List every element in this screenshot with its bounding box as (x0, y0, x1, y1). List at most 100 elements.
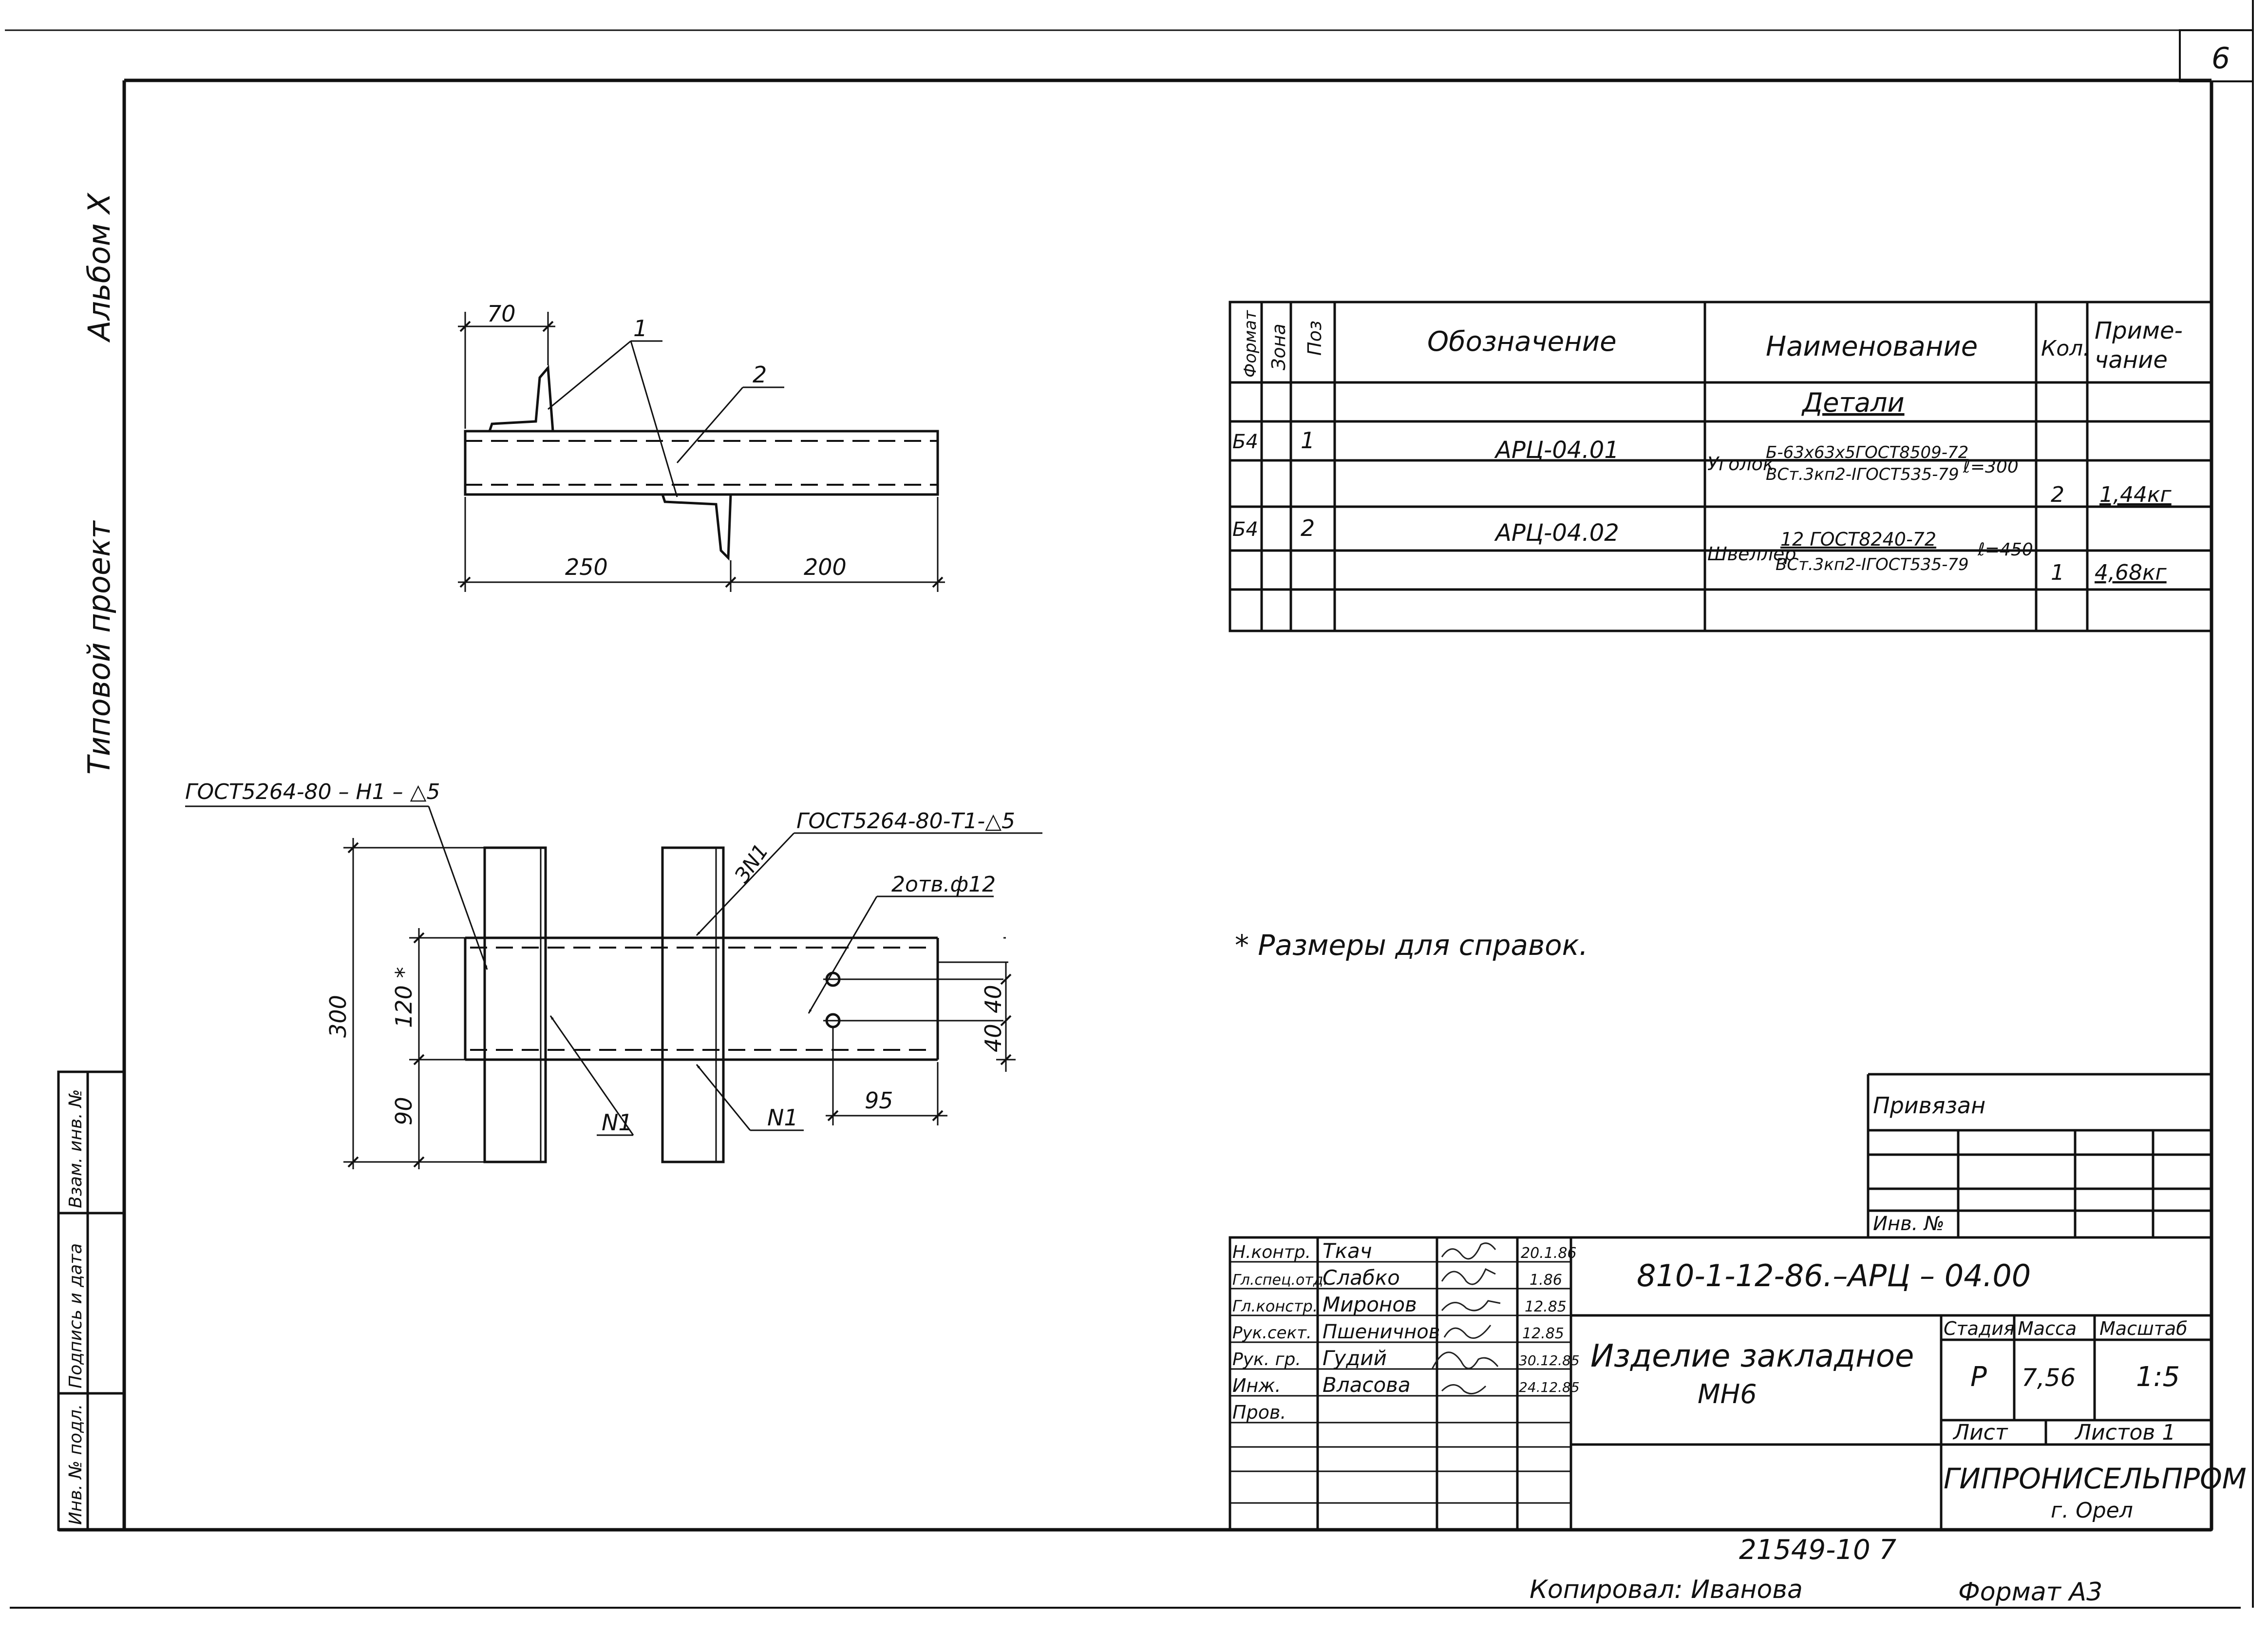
sheet-label: Лист (1952, 1420, 2008, 1445)
person-name: Гудий (1323, 1346, 1387, 1370)
person-date: 20.1.86 (1521, 1245, 1577, 1262)
dim-250: 250 (565, 554, 608, 580)
stage-value: Р (1970, 1361, 1987, 1393)
col-pos: Поз (1304, 321, 1325, 356)
angle-front-right (661, 846, 725, 1163)
row2-qty: 1 (2051, 560, 2064, 585)
person-date: 12.85 (1522, 1325, 1564, 1342)
doc-code: 810-1-12-86.–АРЦ – 04.00 (1637, 1258, 2031, 1293)
title-line-1: Изделие закладное (1590, 1338, 1914, 1374)
typical-project-label: Типовой проект (81, 520, 117, 775)
person-role: Н.контр. (1232, 1242, 1311, 1262)
attached-inv: Инв. № (1873, 1213, 1945, 1235)
sheets-label: Листов 1 (2074, 1420, 2175, 1445)
person-name: Власова (1323, 1373, 1411, 1397)
side-stamp (57, 1070, 126, 1531)
row1-designation: АРЦ-04.01 (1494, 437, 1619, 464)
dim-90: 90 (391, 1097, 417, 1125)
scale-label: Масштаб (2099, 1318, 2188, 1339)
attached-label: Привязан (1873, 1092, 1985, 1119)
channel-top (464, 430, 939, 496)
pos-1-label: 1 (633, 315, 647, 342)
archive-number: 21549-10 7 (1739, 1534, 1896, 1566)
mass-value: 7,56 (2022, 1364, 2076, 1392)
dim-40-upper: 40 (980, 985, 1006, 1013)
person-date: 24.12.85 (1519, 1379, 1580, 1395)
n1-label-right: N1 (767, 1104, 798, 1131)
row1-format: Б4 (1232, 431, 1258, 453)
section-details: Детали (1801, 387, 1905, 418)
dim-200: 200 (804, 554, 847, 580)
front-view (185, 805, 1042, 1169)
person-role: Инж. (1232, 1375, 1281, 1396)
person-role: Пров. (1232, 1402, 1286, 1423)
holes-note: 2отв.ф12 (891, 872, 996, 897)
dim-120: 120 * (391, 967, 417, 1028)
title-line-2: МН6 (1698, 1379, 1757, 1409)
row2-length: ℓ=450 (1977, 540, 2033, 560)
mass-label: Масса (2018, 1318, 2077, 1339)
pos-2-label: 2 (753, 361, 767, 388)
paper-format: Формат А3 (1958, 1578, 2102, 1607)
row2-name-bottom: ВСт.3кп2-IГОСТ535-79 (1776, 555, 1969, 574)
title-block-grid (1228, 1236, 2213, 1531)
col-note-2: чание (2095, 346, 2168, 374)
col-designation: Обозначение (1427, 326, 1617, 358)
person-name: Пшеничнов (1323, 1321, 1440, 1343)
person-date: 30.12.85 (1519, 1352, 1580, 1369)
col-qty: Кол. (2041, 336, 2090, 361)
person-role: Гл.констр. (1232, 1297, 1318, 1315)
row2-designation: АРЦ-04.02 (1494, 519, 1619, 547)
row1-length: ℓ=300 (1963, 457, 2019, 477)
col-note-1: Приме- (2095, 317, 2183, 344)
row1-name-top: Б-63х63х5ГОСТ8509-72 (1766, 443, 1968, 462)
n1-label-left: N1 (602, 1109, 633, 1136)
stamp-inv-orig: Инв. № подл. (66, 1404, 86, 1525)
spec-table-grid (1228, 301, 2213, 632)
col-name: Наименование (1766, 331, 1978, 362)
col-format: Формат (1241, 310, 1260, 378)
row2-pos: 2 (1301, 515, 1315, 541)
row1-name-prefix: Уголок (1707, 453, 1774, 475)
weld-note-right: ГОСТ5264-80-Т1-△5 (796, 809, 1015, 834)
dim-40-lower: 40 (980, 1024, 1006, 1052)
row1-pos: 1 (1301, 427, 1315, 454)
city: г. Орел (2051, 1498, 2133, 1523)
angle-upper (488, 364, 554, 432)
row1-name-bottom: ВСт.3кп2-IГОСТ535-79 (1766, 465, 1959, 484)
row2-format: Б4 (1232, 518, 1258, 541)
person-date: 12.85 (1525, 1298, 1567, 1315)
dim-95: 95 (865, 1087, 893, 1114)
dim-70: 70 (487, 301, 516, 327)
table-row: Б4 2 АРЦ-04.02 Швеллер 12 ГОСТ8240-72 ВС… (1232, 515, 2167, 585)
organization: ГИПРОНИСЕЛЬПРОМ (1944, 1462, 2247, 1495)
stage-label: Стадия (1944, 1318, 2015, 1339)
album-label: Альбом X (81, 192, 117, 343)
scale-value: 1:5 (2136, 1361, 2180, 1393)
row1-qty: 2 (2051, 482, 2064, 507)
attached-block (1867, 1073, 2211, 1237)
row1-note: 1,44кг (2099, 482, 2172, 507)
top-view (458, 312, 945, 592)
stamp-inv-repl: Взам. инв. № (66, 1089, 86, 1208)
weld-mark-3n1: ЗN1 (730, 839, 773, 887)
person-name: Ткач (1323, 1239, 1372, 1263)
angle-lower (661, 494, 732, 561)
person-name: Слабко (1323, 1266, 1400, 1290)
row2-name-prefix: Швеллер (1707, 543, 1796, 565)
table-row: Б4 1 АРЦ-04.01 Уголок Б-63х63х5ГОСТ8509-… (1232, 427, 2172, 507)
person-date: 1.86 (1530, 1272, 1562, 1289)
sheet-number: 6 (2211, 41, 2230, 76)
signatures (1431, 1242, 1501, 1395)
row2-name-top: 12 ГОСТ8240-72 (1780, 529, 1936, 550)
person-role: Рук.сект. (1232, 1323, 1312, 1343)
angle-front-left (483, 846, 547, 1163)
person-role: Гл.спец.отд. (1232, 1272, 1328, 1289)
col-zone: Зона (1268, 323, 1289, 370)
reference-note: * Размеры для справок. (1235, 929, 1588, 962)
person-role: Рук. гр. (1232, 1350, 1301, 1369)
row2-note: 4,68кг (2095, 560, 2167, 585)
stamp-sign-date: Подпись и дата (66, 1243, 86, 1388)
weld-note-left: ГОСТ5264-80 – Н1 – △5 (185, 779, 440, 804)
